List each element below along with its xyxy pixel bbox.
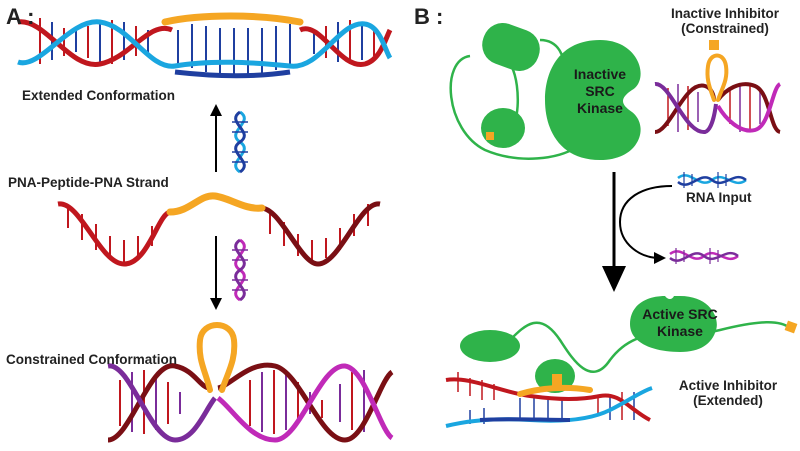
rna-output-helix-icon bbox=[669, 248, 739, 264]
active-kinase-domain bbox=[630, 296, 717, 352]
pna-peptide-pna-strand-label: PNA-Peptide-PNA Strand bbox=[8, 175, 169, 190]
active-inhibitor-title: Active Inhibitor bbox=[678, 378, 778, 393]
inactive-inhibitor-peptide-loop bbox=[705, 53, 729, 102]
rna-input-label: RNA Input bbox=[686, 190, 752, 205]
active-sh3-domain bbox=[460, 330, 520, 362]
inactive-kinase-domain bbox=[545, 40, 641, 160]
extended-rna-strand bbox=[17, 19, 393, 69]
curved-arrow-icon bbox=[618, 185, 673, 264]
constrained-conformation-label: Constrained Conformation bbox=[6, 352, 177, 367]
pna-peptide-pna-strand bbox=[57, 192, 381, 267]
inactive-inhibitor-title: Inactive Inhibitor bbox=[670, 6, 779, 21]
inactive-kinase-complex bbox=[449, 22, 641, 160]
extended-peptide bbox=[161, 12, 304, 26]
extended-pna-strand-left bbox=[17, 19, 174, 67]
inactive-sh3-domain bbox=[482, 22, 540, 72]
inactive-kinase-line2: SRC bbox=[585, 83, 615, 99]
panel-b bbox=[445, 22, 798, 428]
extended-conformation-label: Extended Conformation bbox=[22, 88, 176, 103]
inactive-kinase-line3: Kinase bbox=[577, 100, 623, 116]
constrained-duplex bbox=[107, 322, 394, 443]
inactive-inhibitor-label: Inactive Inhibitor (Constrained) bbox=[660, 6, 790, 36]
panel-a-letter: A : bbox=[6, 4, 35, 29]
active-inhibitor-label: Active Inhibitor (Extended) bbox=[664, 378, 792, 408]
active-inhibitor-duplex bbox=[445, 372, 653, 428]
active-kinase-label: Active SRC Kinase bbox=[630, 306, 730, 340]
extended-duplex bbox=[17, 12, 393, 79]
rna-helix-blue-icon bbox=[232, 110, 248, 174]
rna-input-helix-icon bbox=[677, 172, 747, 188]
panel-a bbox=[17, 12, 394, 443]
inactive-sh2-domain bbox=[481, 108, 525, 148]
constrained-peptide-loop bbox=[196, 322, 238, 393]
inactive-kinase-line1: Inactive bbox=[573, 66, 627, 82]
inactive-inhibitor-subtitle: (Constrained) bbox=[681, 21, 769, 36]
panel-b-letter: B : bbox=[414, 4, 444, 29]
inactive-inhibitor-duplex bbox=[654, 40, 782, 134]
active-inhibitor-subtitle: (Extended) bbox=[693, 393, 763, 408]
extended-rna-strand-dark bbox=[174, 69, 291, 79]
inactive-kinase-label: Inactive SRC Kinase bbox=[566, 66, 634, 117]
active-inhibitor-peptide bbox=[517, 384, 593, 397]
arrow-down-large-icon bbox=[602, 172, 626, 292]
middle-peptide bbox=[166, 192, 266, 216]
active-kinase-line2: Kinase bbox=[657, 323, 703, 339]
rna-helix-purple-icon bbox=[232, 238, 248, 302]
active-kinase-line1: Active SRC bbox=[642, 306, 718, 322]
